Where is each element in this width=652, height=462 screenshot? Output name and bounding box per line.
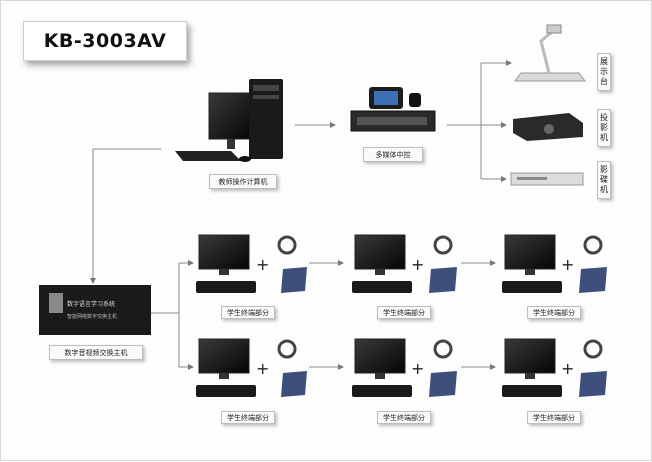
plus-sign: + — [561, 359, 575, 378]
student-terminal-4 — [196, 338, 307, 397]
student-terminal-6 — [502, 338, 607, 397]
host-label: 数字音视频交换主机 — [49, 345, 143, 360]
plus-sign: + — [411, 359, 425, 378]
connection-lines — [90, 60, 512, 370]
student-unit-label: 学生终端部分 — [221, 306, 275, 319]
dvd-player-icon — [510, 172, 584, 186]
student-terminal-5 — [352, 338, 457, 397]
student-unit-label: 学生终端部分 — [221, 411, 275, 424]
teacher-computer-icon — [175, 79, 283, 162]
plus-sign: + — [561, 255, 575, 274]
student-terminal-3 — [502, 234, 607, 293]
model-title: KB-3003AV — [43, 30, 167, 52]
dvd-player-label: 影碟机 — [597, 161, 611, 199]
student-unit-label: 学生终端部分 — [527, 411, 581, 424]
student-terminal-1 — [196, 234, 307, 293]
student-unit-label: 学生终端部分 — [377, 411, 431, 424]
visualizer-icon — [514, 24, 586, 82]
teacher-computer-label: 教师操作计算机 — [209, 174, 277, 189]
host-screen-title: 数字语言学习系统 — [67, 301, 116, 308]
projector-label: 投影机 — [597, 109, 611, 147]
projector-icon — [513, 113, 583, 141]
plus-sign: + — [256, 359, 270, 378]
visualizer-label: 展示台 — [597, 53, 611, 91]
host-screen-subtitle: 智能网络数字交换主机 — [67, 314, 118, 320]
student-unit-label: 学生终端部分 — [527, 306, 581, 319]
plus-sign: + — [256, 255, 270, 274]
model-title-badge: KB-3003AV — [23, 21, 187, 61]
plus-sign: + — [411, 255, 425, 274]
media-center-label: 多媒体中控 — [363, 147, 423, 162]
student-terminal-2 — [352, 234, 457, 293]
student-terminals-icons — [196, 234, 607, 397]
student-unit-label: 学生终端部分 — [377, 306, 431, 319]
host-unit-icon — [39, 285, 151, 335]
media-center-icon — [350, 87, 436, 132]
